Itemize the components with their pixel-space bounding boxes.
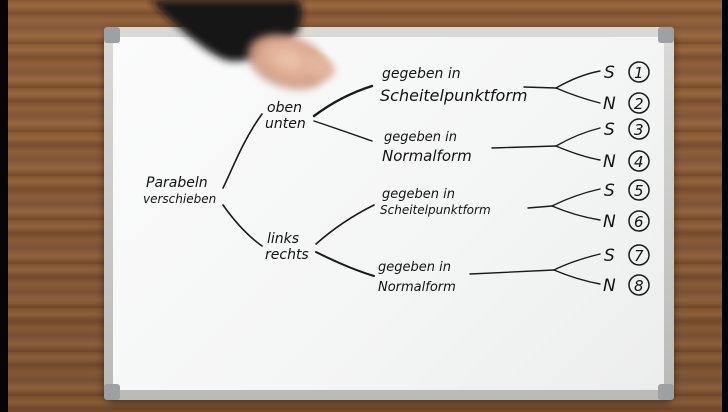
form1-label-line1: gegeben in — [382, 66, 461, 82]
line-form1-to-s — [555, 70, 601, 89]
form3-label-line1: gegeben in — [382, 187, 455, 202]
line-form1-stem — [523, 86, 557, 89]
branch-label-links: links — [267, 231, 299, 247]
leaf6-number: 6 — [634, 213, 644, 231]
leaf5-letter: S — [604, 181, 615, 201]
line-form1-to-n — [555, 87, 601, 104]
line-form2-to-n — [555, 145, 601, 161]
leaf1-number: 1 — [634, 64, 644, 82]
line-form3-stem — [527, 205, 553, 209]
form2-label-line1: gegeben in — [384, 130, 457, 145]
leaf3-number-circle — [628, 118, 650, 140]
leaf8-number: 8 — [634, 277, 644, 295]
line-form2-to-s — [555, 127, 601, 147]
letterbox-right — [722, 0, 728, 412]
root-label-line2: verschieben — [143, 192, 216, 206]
leaf4-number: 4 — [634, 153, 644, 171]
form4-label-line2: Normalform — [378, 280, 456, 295]
line-form3-to-s — [551, 188, 601, 207]
frame-corner-bottom-right — [658, 384, 674, 400]
line-oben-to-normal — [313, 120, 373, 142]
line-form2-stem — [491, 145, 557, 149]
letterbox-left — [0, 0, 8, 412]
form1-label-line2: Scheitelpunktform — [380, 86, 528, 105]
branch-label-oben: oben — [267, 100, 302, 116]
leaf3-number: 3 — [634, 121, 644, 139]
line-form4-to-n — [553, 269, 601, 285]
leaf3-letter: S — [604, 120, 615, 140]
leaf7-number: 7 — [634, 247, 644, 265]
leaf2-number: 2 — [634, 95, 644, 113]
leaf1-letter: S — [604, 63, 615, 83]
line-oben-to-scheitel — [312, 84, 374, 118]
leaf2-number-circle — [628, 92, 650, 114]
frame-corner-top-right — [658, 27, 674, 43]
line-form4-to-s — [553, 253, 601, 271]
form2-label-line2: Normalform — [382, 147, 472, 165]
line-root-to-links — [222, 204, 263, 247]
line-links-to-scheitel — [315, 204, 375, 245]
leaf6-number-circle — [628, 210, 650, 232]
leaf2-letter: N — [603, 94, 616, 114]
frame-corner-top-left — [104, 27, 120, 43]
leaf4-number-circle — [628, 150, 650, 172]
branch-label-unten: unten — [265, 116, 306, 132]
leaf5-number: 5 — [634, 182, 644, 200]
leaf8-number-circle — [628, 274, 650, 296]
frame-corner-bottom-left — [104, 384, 120, 400]
leaf6-letter: N — [603, 212, 616, 232]
leaf4-letter: N — [603, 152, 616, 172]
leaf7-number-circle — [628, 244, 650, 266]
line-root-to-oben — [222, 113, 263, 189]
form4-label-line1: gegeben in — [378, 260, 451, 275]
root-label-line1: Parabeln — [146, 175, 208, 191]
line-links-to-normal — [315, 251, 375, 277]
line-form3-to-n — [551, 205, 601, 221]
leaf5-number-circle — [628, 179, 650, 201]
leaf8-letter: N — [603, 276, 616, 296]
line-form4-stem — [469, 269, 555, 275]
branch-label-rechts: rechts — [265, 247, 309, 263]
leaf7-letter: S — [604, 246, 615, 266]
leaf1-number-circle — [628, 61, 650, 83]
form3-label-line2: Scheitelpunktform — [380, 203, 491, 217]
